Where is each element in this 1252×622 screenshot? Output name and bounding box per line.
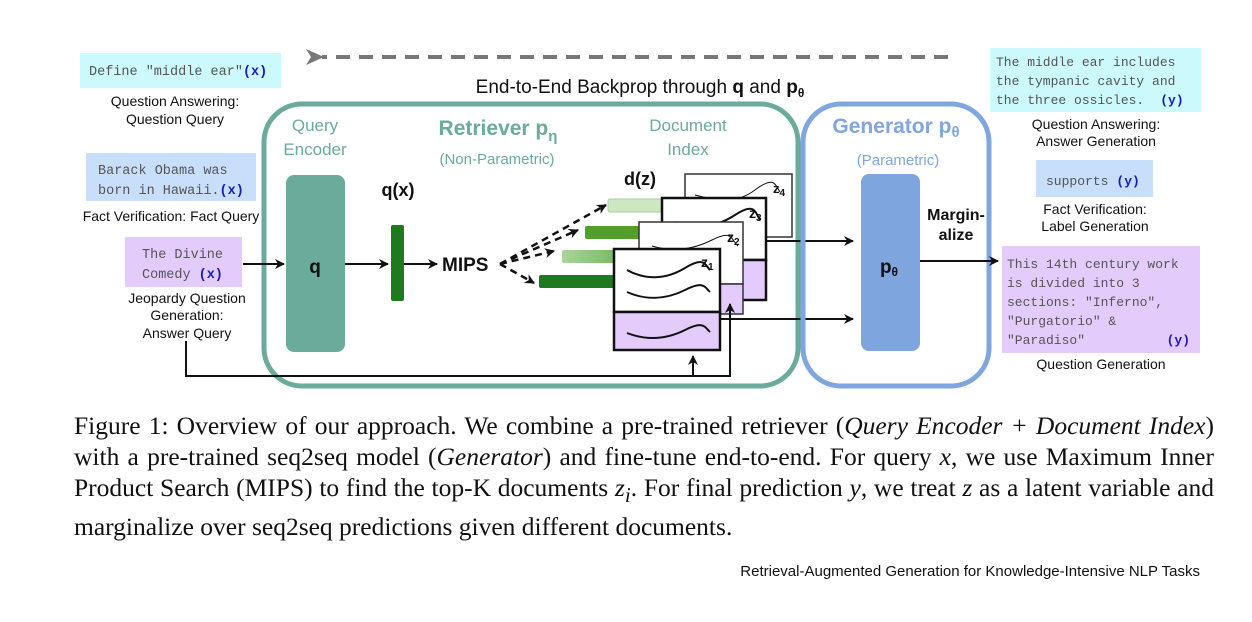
svg-text:sections: "Inferno",: sections: "Inferno",	[1007, 295, 1163, 310]
doc-4-label: z4	[773, 181, 786, 199]
qa-query-box	[80, 53, 281, 88]
svg-text:Label Generation: Label Generation	[1041, 218, 1148, 234]
backprop-label: End-to-End Backprop through q and pθ	[476, 77, 805, 100]
generator-title: Generator pθ	[832, 115, 959, 141]
jeopardy-query-box	[125, 237, 242, 287]
svg-text:alize: alize	[939, 227, 974, 244]
svg-text:Define "middle ear"(x): Define "middle ear"(x)	[89, 65, 267, 80]
fact-label-box	[1036, 160, 1153, 197]
input-fact-verification: Barack Obama was born in Hawaii.(x) Fact…	[83, 153, 260, 224]
svg-text:supports(y): supports(y)	[1046, 174, 1140, 189]
svg-text:is divided into 3: is divided into 3	[1007, 276, 1140, 291]
qa-answer-caption: Question Answering:	[1032, 116, 1160, 132]
retriever-title: Retriever pη	[439, 117, 558, 145]
svg-text:"Purgatorio" &: "Purgatorio" &	[1007, 314, 1116, 329]
question-box	[1002, 246, 1200, 353]
doc-3-label: z3	[749, 205, 762, 224]
mips-label: MIPS	[442, 255, 488, 276]
figure-caption: Figure 1: Overview of our approach. We c…	[74, 411, 1214, 542]
generator-container	[800, 101, 992, 389]
query-vector	[391, 225, 404, 301]
qa-answer-box	[990, 48, 1201, 112]
svg-text:the three ossicles.(y): the three ossicles.(y)	[996, 93, 1184, 108]
svg-text:born in Hawaii.(x): born in Hawaii.(x)	[98, 184, 244, 199]
query-encoder-block	[286, 175, 345, 352]
marginalize-label: Margin-	[927, 207, 985, 224]
query-encoder-label: Query	[292, 116, 339, 135]
output-label-generation: supports(y) Fact Verification: Label Gen…	[1036, 160, 1153, 234]
jeopardy-query-caption: Jeopardy Question	[128, 290, 246, 306]
svg-text:Barack Obama was: Barack Obama was	[98, 164, 228, 179]
retriever-container	[261, 101, 801, 389]
svg-text:The Divine: The Divine	[142, 248, 223, 263]
svg-text:the tympanic cavity and: the tympanic cavity and	[996, 74, 1175, 89]
rag-diagram: End-to-End Backprop through q and pθ Def…	[80, 48, 1201, 389]
svg-text:Encoder: Encoder	[283, 140, 347, 159]
doc-1-label: z1	[701, 254, 714, 273]
question-generation-caption: Question Generation	[1036, 356, 1165, 372]
svg-text:Answer Generation: Answer Generation	[1036, 133, 1156, 149]
doc-vector-label: d(z)	[624, 169, 656, 189]
input-jeopardy: The Divine Comedy(x) Jeopardy Question G…	[125, 237, 246, 341]
document-index-label: Document	[649, 116, 727, 135]
retriever-subtitle: (Non-Parametric)	[439, 151, 554, 168]
generator-subtitle: (Parametric)	[857, 152, 940, 169]
svg-text:Index: Index	[667, 140, 709, 159]
doc-2-label: z2	[727, 229, 740, 248]
doc-vector-1	[539, 275, 619, 288]
qa-query-caption: Question Answering:	[111, 93, 239, 109]
query-vector-label: q(x)	[382, 180, 415, 200]
document-1: z1	[612, 247, 722, 352]
mips-arrows	[499, 203, 607, 285]
svg-text:Question Query: Question Query	[126, 111, 224, 127]
generator-block	[861, 174, 920, 351]
output-answer-generation: The middle ear includes the tympanic cav…	[990, 48, 1201, 149]
fact-query-box	[86, 153, 256, 201]
svg-text:This 14th century work: This 14th century work	[1007, 257, 1179, 272]
output-question-generation: This 14th century work is divided into 3…	[1002, 246, 1200, 372]
generator-symbol: pθ	[880, 257, 898, 279]
svg-text:"Paradiso": "Paradiso"	[1007, 333, 1085, 348]
svg-text:Comedy(x): Comedy(x)	[142, 268, 223, 283]
svg-text:(y): (y)	[1167, 333, 1190, 348]
input-bypass-path	[185, 303, 735, 377]
svg-text:Generation:: Generation:	[150, 307, 223, 323]
svg-text:Answer Query: Answer Query	[143, 325, 232, 341]
input-question-answering: Define "middle ear"(x) Question Answerin…	[80, 53, 281, 127]
fact-query-caption: Fact Verification: Fact Query	[83, 208, 260, 224]
svg-text:The middle ear includes: The middle ear includes	[996, 55, 1175, 70]
source-attribution: Retrieval-Augmented Generation for Knowl…	[740, 563, 1200, 580]
fact-label-caption: Fact Verification:	[1043, 201, 1147, 217]
encoder-symbol: q	[309, 257, 321, 278]
